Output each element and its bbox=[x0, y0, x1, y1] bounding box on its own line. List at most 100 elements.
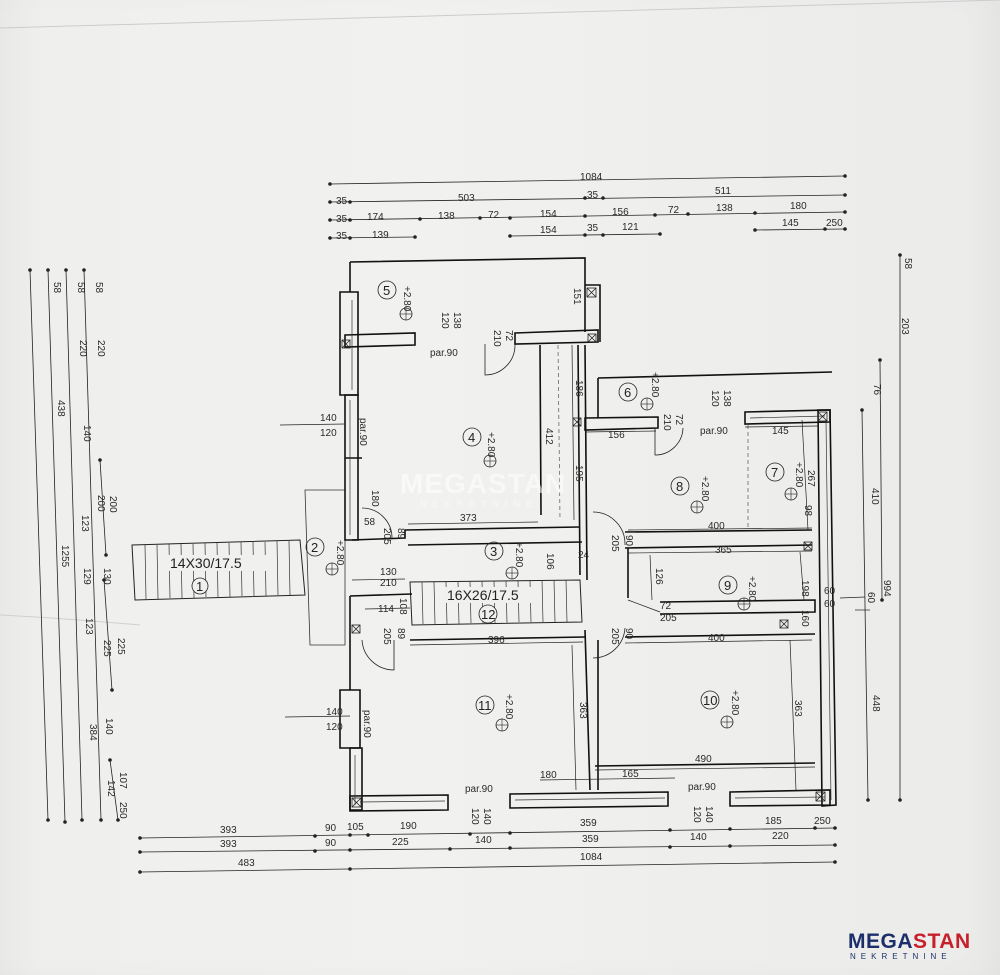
dim-205e: 205 bbox=[660, 613, 677, 624]
dim-left-c2-7: 225 bbox=[101, 640, 112, 657]
top-dimension-lines bbox=[329, 175, 846, 239]
dim-bot-r2-4: 359 bbox=[582, 834, 599, 845]
watermark-tagline: NEKRETNINE bbox=[420, 499, 539, 509]
dim-right-5: 60 bbox=[865, 592, 876, 604]
right-dimension-ticks bbox=[860, 253, 902, 802]
dim-top-r3-7: 138 bbox=[716, 203, 733, 214]
dim-top-r2-2: 35 bbox=[587, 190, 599, 201]
dim-left-c2-8: 140 bbox=[103, 718, 114, 735]
room-3-level: +2.80 bbox=[513, 542, 524, 568]
dim-top-r3-8: 180 bbox=[790, 201, 807, 212]
room-8-marker: 8 +2.80 bbox=[670, 476, 710, 514]
dim-108: 108 bbox=[397, 598, 408, 615]
brand-logo: MEGASTAN NEKRETNINE bbox=[848, 930, 978, 961]
room-3-number: 3 bbox=[490, 544, 497, 559]
dim-205a: 205 bbox=[381, 528, 392, 545]
brand-logo-wordmark: MEGASTAN bbox=[848, 930, 978, 953]
brand-logo-tagline: NEKRETNINE bbox=[850, 952, 952, 961]
dim-left-c1-2: 200 bbox=[107, 496, 118, 513]
dim-top-r3-1: 174 bbox=[367, 212, 384, 223]
dim-left-c2-2: 140 bbox=[81, 425, 92, 442]
brand-logo-prefix: MEGA bbox=[848, 930, 913, 953]
room-7-marker: 7 +2.80 bbox=[765, 462, 804, 501]
room-11-level: +2.80 bbox=[503, 694, 514, 720]
dim-bot-r1-3: 190 bbox=[400, 821, 417, 832]
dim-bot-r2-2: 225 bbox=[392, 837, 409, 848]
room-7-number: 7 bbox=[771, 465, 778, 480]
window-cross-marks bbox=[341, 287, 828, 808]
dim-72a: 72 bbox=[503, 330, 514, 342]
dim-top-r3-4: 154 bbox=[540, 209, 557, 220]
dim-left-c2-5: 129 bbox=[81, 568, 92, 585]
window-label-5: par.90 bbox=[465, 784, 493, 795]
dim-373: 373 bbox=[460, 513, 477, 524]
wall-hatch bbox=[349, 300, 832, 805]
room-9-number: 9 bbox=[724, 578, 731, 593]
dim-120d: 120 bbox=[326, 722, 343, 733]
right-dim-labels: 58 203 76 410 994 60 448 bbox=[865, 258, 913, 712]
dim-right-2: 76 bbox=[871, 384, 882, 396]
dim-156: 156 bbox=[608, 430, 625, 441]
interior-dim-labels: 151 186 412 195 106 373 180 58 89 205 11… bbox=[320, 288, 836, 825]
dim-bot-r2-6: 220 bbox=[772, 831, 789, 842]
room-5-number: 5 bbox=[383, 283, 390, 298]
dim-205c: 205 bbox=[609, 535, 620, 552]
room-9-level: +2.80 bbox=[746, 576, 757, 602]
room-4-level: +2.80 bbox=[485, 432, 496, 458]
dim-205b: 205 bbox=[381, 628, 392, 645]
dim-bot-r1-5: 185 bbox=[765, 816, 782, 827]
dim-bot-r2-3: 140 bbox=[475, 835, 492, 846]
dim-363b: 363 bbox=[792, 700, 803, 717]
room-2-level: +2.80 bbox=[334, 540, 345, 566]
dim-140d: 140 bbox=[703, 806, 714, 823]
top-dimension-ticks bbox=[328, 174, 847, 240]
dim-24: 24 bbox=[578, 550, 590, 561]
window-label-3: par.90 bbox=[357, 418, 368, 446]
left-dimension-ticks bbox=[28, 268, 120, 824]
dim-140c: 140 bbox=[481, 808, 492, 825]
dim-right-0: 58 bbox=[902, 258, 913, 270]
dim-165: 165 bbox=[622, 769, 639, 780]
dim-58: 58 bbox=[364, 517, 376, 528]
dim-top-r4-2: 154 bbox=[540, 225, 557, 236]
dim-126: 126 bbox=[653, 568, 664, 585]
room-6-level: +2.80 bbox=[649, 372, 660, 398]
dim-210b: 210 bbox=[491, 330, 502, 347]
dim-120c: 120 bbox=[320, 428, 337, 439]
dim-120a: 120 bbox=[439, 312, 450, 329]
dim-bot-r2-0: 393 bbox=[220, 839, 237, 850]
dim-400a: 400 bbox=[708, 633, 725, 644]
entrance-stairs: 14X30/17.5 1 bbox=[131, 489, 346, 646]
room-6-number: 6 bbox=[624, 385, 631, 400]
room-8-level: +2.80 bbox=[699, 476, 710, 502]
dim-120b: 120 bbox=[709, 390, 720, 407]
dim-186: 186 bbox=[573, 380, 584, 397]
dim-490: 490 bbox=[695, 754, 712, 765]
dim-140b: 140 bbox=[326, 707, 343, 718]
dim-365: 365 bbox=[715, 545, 732, 556]
dim-106: 106 bbox=[544, 553, 555, 570]
window-labels: par.90 par.90 par.90 par.90 par.90 par.9… bbox=[357, 348, 728, 795]
dim-120f: 120 bbox=[691, 806, 702, 823]
dim-left-c2-3: 200 bbox=[95, 495, 106, 512]
dim-412: 412 bbox=[543, 428, 554, 445]
dim-151: 151 bbox=[571, 288, 582, 305]
dim-top-r4-0: 35 bbox=[336, 231, 348, 242]
stairs-12-label: 16X26/17.5 bbox=[447, 587, 519, 603]
room-3-marker: 3 +2.80 bbox=[484, 541, 524, 580]
dim-363a: 363 bbox=[577, 702, 588, 719]
dim-left-c1-1: 220 bbox=[95, 340, 106, 357]
walls bbox=[339, 257, 837, 812]
room-4-marker: 4 +2.80 bbox=[462, 427, 497, 468]
dim-130: 130 bbox=[380, 567, 397, 578]
dim-left-c1-0: 58 bbox=[93, 282, 104, 294]
bottom-dimension-lines bbox=[139, 827, 836, 873]
dim-210a: 210 bbox=[380, 578, 397, 589]
stairs-12-number: 12 bbox=[481, 607, 495, 622]
room-4-number: 4 bbox=[468, 430, 475, 445]
dim-right-6: 448 bbox=[870, 695, 881, 712]
right-dimension-lines bbox=[861, 255, 901, 801]
dim-top-r2-0: 35 bbox=[336, 196, 348, 207]
